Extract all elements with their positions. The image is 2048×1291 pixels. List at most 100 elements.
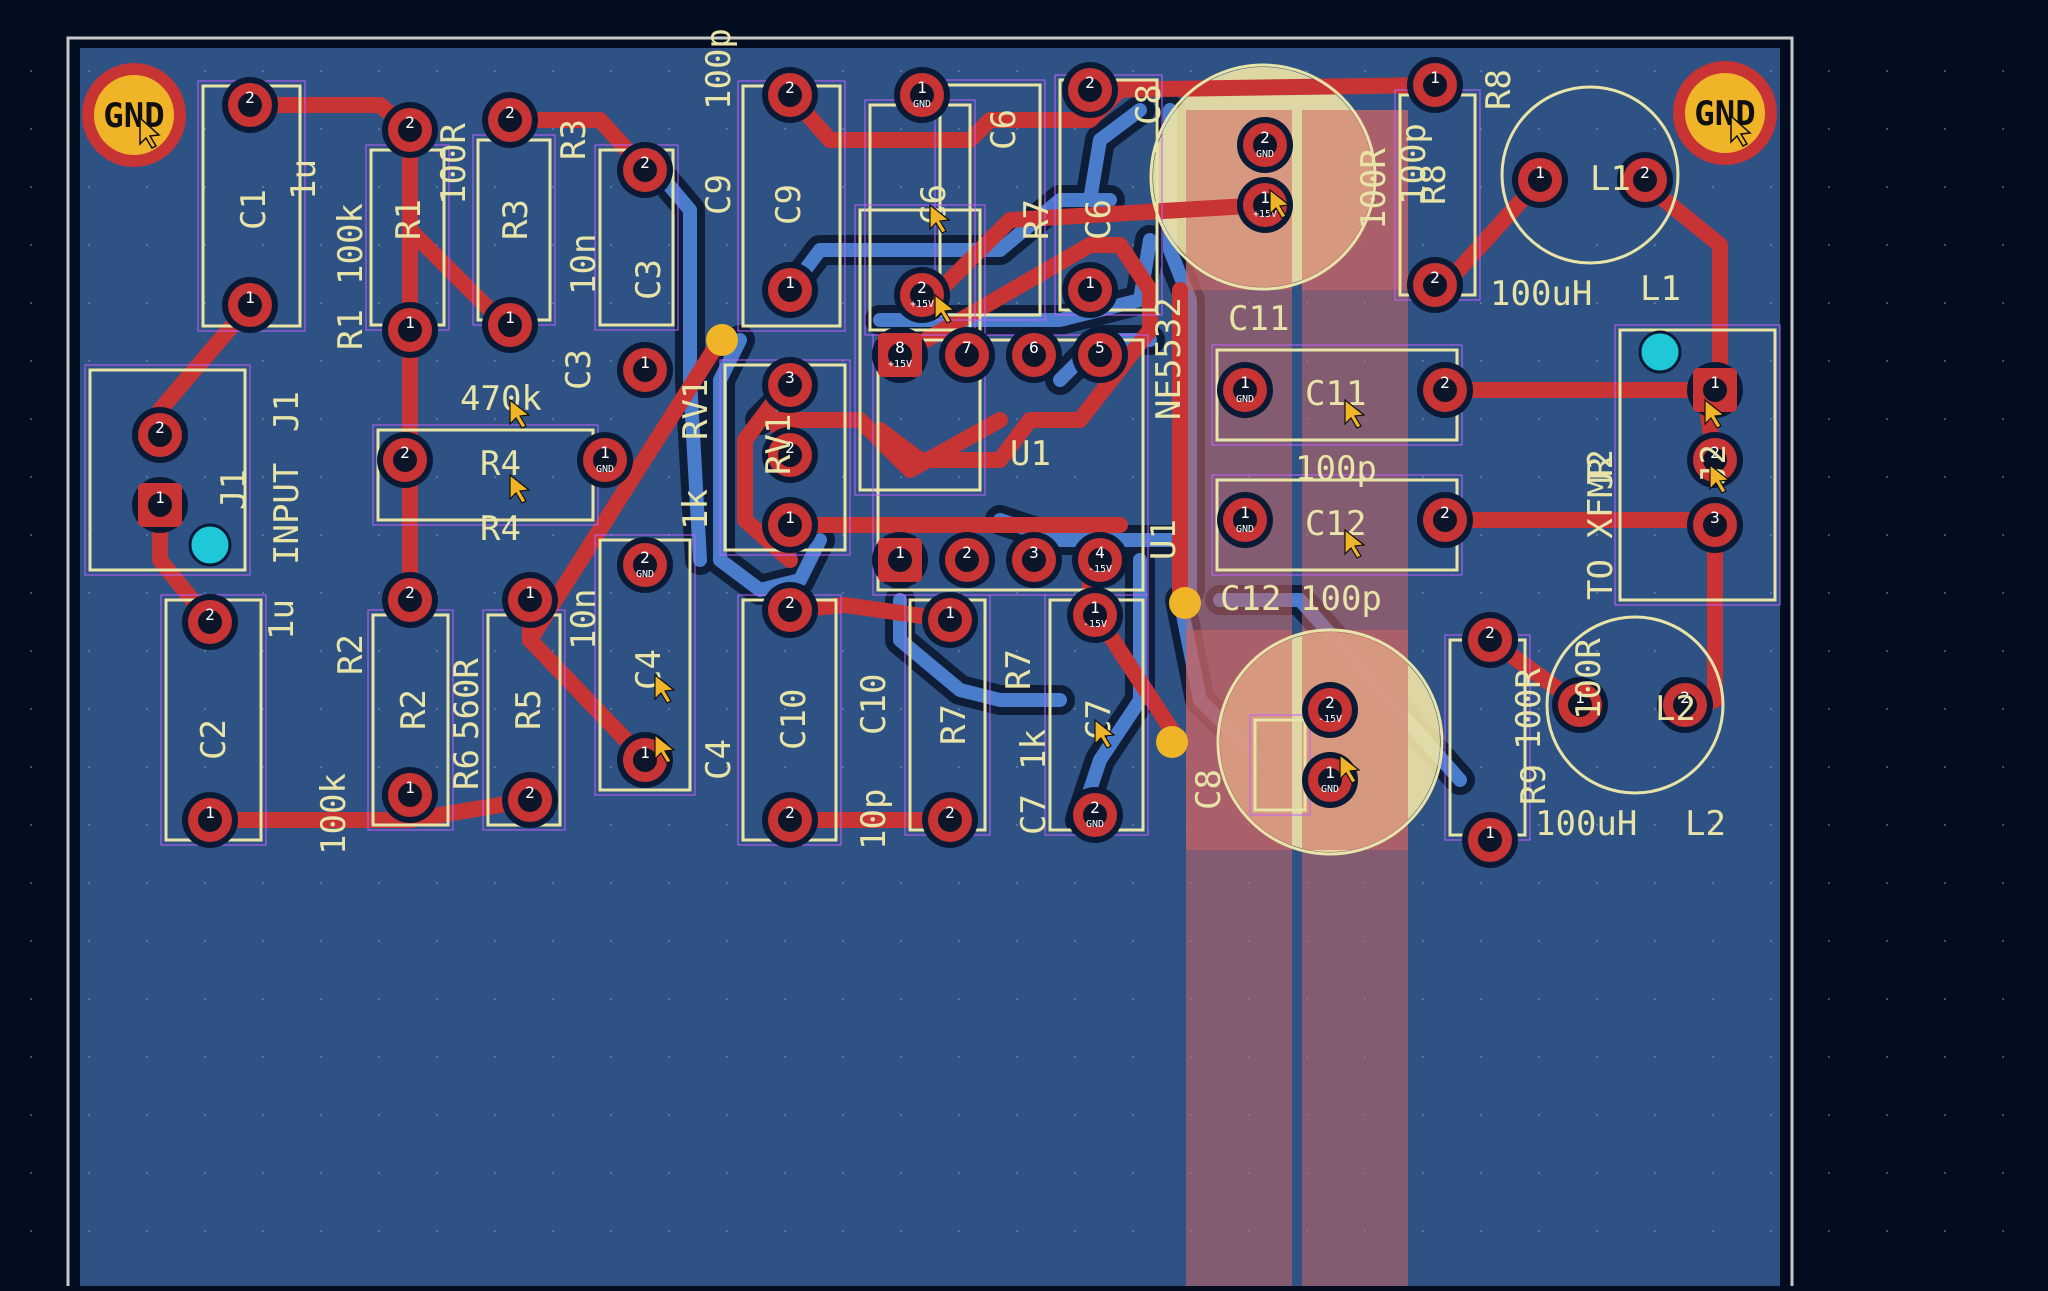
ref-c11-b: C11 <box>1305 374 1366 414</box>
pad[interactable]: 1 <box>1062 262 1118 318</box>
ref-c11: C11 <box>1228 299 1289 339</box>
pad[interactable]: 2 <box>1462 612 1518 668</box>
pad-number: 1 <box>405 778 415 797</box>
pad[interactable]: 1 <box>222 277 278 333</box>
via[interactable] <box>1156 726 1188 758</box>
pad[interactable]: 2 <box>1407 257 1463 313</box>
pad[interactable]: 1-15V <box>1067 587 1123 643</box>
value-r3: 100R <box>434 123 474 205</box>
pad-net: GND <box>1256 149 1274 160</box>
pad-number: 1 <box>785 273 795 292</box>
pad[interactable]: 2 <box>762 582 818 638</box>
pad[interactable]: 1 <box>762 262 818 318</box>
value-rv1: 1k <box>676 489 716 530</box>
pad[interactable]: 1 <box>872 532 928 588</box>
pad[interactable]: 2 <box>762 792 818 848</box>
ref-c6-c: C6 <box>1079 199 1119 240</box>
pad[interactable]: 3 <box>1006 532 1062 588</box>
pad[interactable]: 8+15V <box>872 327 928 383</box>
pad[interactable]: 2 <box>502 772 558 828</box>
pad-number: 2 <box>1710 443 1720 462</box>
ref-j1-b: J1 <box>214 469 254 510</box>
pad[interactable]: 1 <box>1407 57 1463 113</box>
pad[interactable]: 2 <box>377 432 433 488</box>
pad[interactable]: 2 <box>1062 62 1118 118</box>
pad[interactable]: 1 <box>617 342 673 398</box>
ref-r5: R5 <box>509 689 549 730</box>
pad[interactable]: 2 <box>182 594 238 650</box>
pad-net: +15V <box>1253 209 1277 220</box>
pad[interactable]: 1 <box>1552 677 1608 733</box>
pad[interactable]: 2 <box>1687 432 1743 488</box>
via[interactable] <box>706 324 738 356</box>
ref-r3: R3 <box>496 199 536 240</box>
pad[interactable]: 1 <box>382 767 438 823</box>
pad[interactable]: 2 <box>382 102 438 158</box>
footprint-pads[interactable]: 21212121211GND2+15V21122GND1+15V1GND21GN… <box>132 57 1743 868</box>
mounting-hole-left[interactable]: GND <box>82 63 186 167</box>
ref-r8: R8 <box>1414 164 1454 205</box>
pad[interactable]: 1 <box>762 497 818 553</box>
pad[interactable]: 2-15V <box>1302 682 1358 738</box>
pad-net: GND <box>913 99 931 110</box>
via[interactable] <box>1169 587 1201 619</box>
value-l1: 100uH <box>1490 274 1592 314</box>
mounting-hole-right[interactable]: GND <box>1673 61 1777 165</box>
pad[interactable]: 5 <box>1072 327 1128 383</box>
pad[interactable]: 3 <box>1687 497 1743 553</box>
ref-r1: R1 <box>389 199 429 240</box>
pad[interactable]: 2 <box>1617 152 1673 208</box>
mounting-hole-label: GND <box>103 96 164 136</box>
ref-r6: R6 <box>447 749 487 790</box>
pad[interactable]: 2 <box>762 67 818 123</box>
pad[interactable]: 1 <box>1512 152 1568 208</box>
ref-l1: L1 <box>1590 159 1631 199</box>
pad[interactable]: 1 <box>382 302 438 358</box>
pad[interactable]: 2 <box>1417 492 1473 548</box>
pad[interactable]: 1 <box>482 297 538 353</box>
cursor-arrow-icon <box>929 203 951 234</box>
pad[interactable]: 2 <box>1657 677 1713 733</box>
pad[interactable]: 1 <box>1462 812 1518 868</box>
pad[interactable]: 2 <box>617 142 673 198</box>
pad[interactable]: 2 <box>382 572 438 628</box>
pad[interactable]: 1 <box>132 477 188 533</box>
pad[interactable]: 3 <box>762 357 818 413</box>
pad-net: GND <box>1086 819 1104 830</box>
cursor-arrow-icon <box>139 116 161 149</box>
pad[interactable]: 2 <box>132 407 188 463</box>
pad[interactable]: 2 <box>939 532 995 588</box>
pad[interactable]: 7 <box>939 327 995 383</box>
pad[interactable]: 1 <box>922 592 978 648</box>
value-c8: 100p <box>1394 123 1434 205</box>
pad-net: GND <box>636 569 654 580</box>
pad[interactable]: 1 <box>182 792 238 848</box>
ref-c4-b: C4 <box>699 739 739 780</box>
pad-number: 1 <box>525 583 535 602</box>
pad-net: GND <box>596 464 614 475</box>
ref-c10: C10 <box>774 689 814 750</box>
pad-number: 8 <box>895 338 905 357</box>
pad[interactable]: 2 <box>922 792 978 848</box>
vias[interactable] <box>188 324 1682 758</box>
ref-u1-b: U1 <box>1144 519 1184 560</box>
pad[interactable]: 2 <box>482 92 538 148</box>
pad[interactable]: 2 <box>1417 362 1473 418</box>
pad-number: 1 <box>1240 373 1250 392</box>
pad[interactable]: 2 <box>222 77 278 133</box>
pad[interactable]: 1 <box>502 572 558 628</box>
pad[interactable]: 6 <box>1006 327 1062 383</box>
pad[interactable]: 4-15V <box>1072 532 1128 588</box>
pad[interactable]: 2 <box>762 427 818 483</box>
pad[interactable]: 1 <box>1687 362 1743 418</box>
pad-number: 4 <box>1095 543 1105 562</box>
